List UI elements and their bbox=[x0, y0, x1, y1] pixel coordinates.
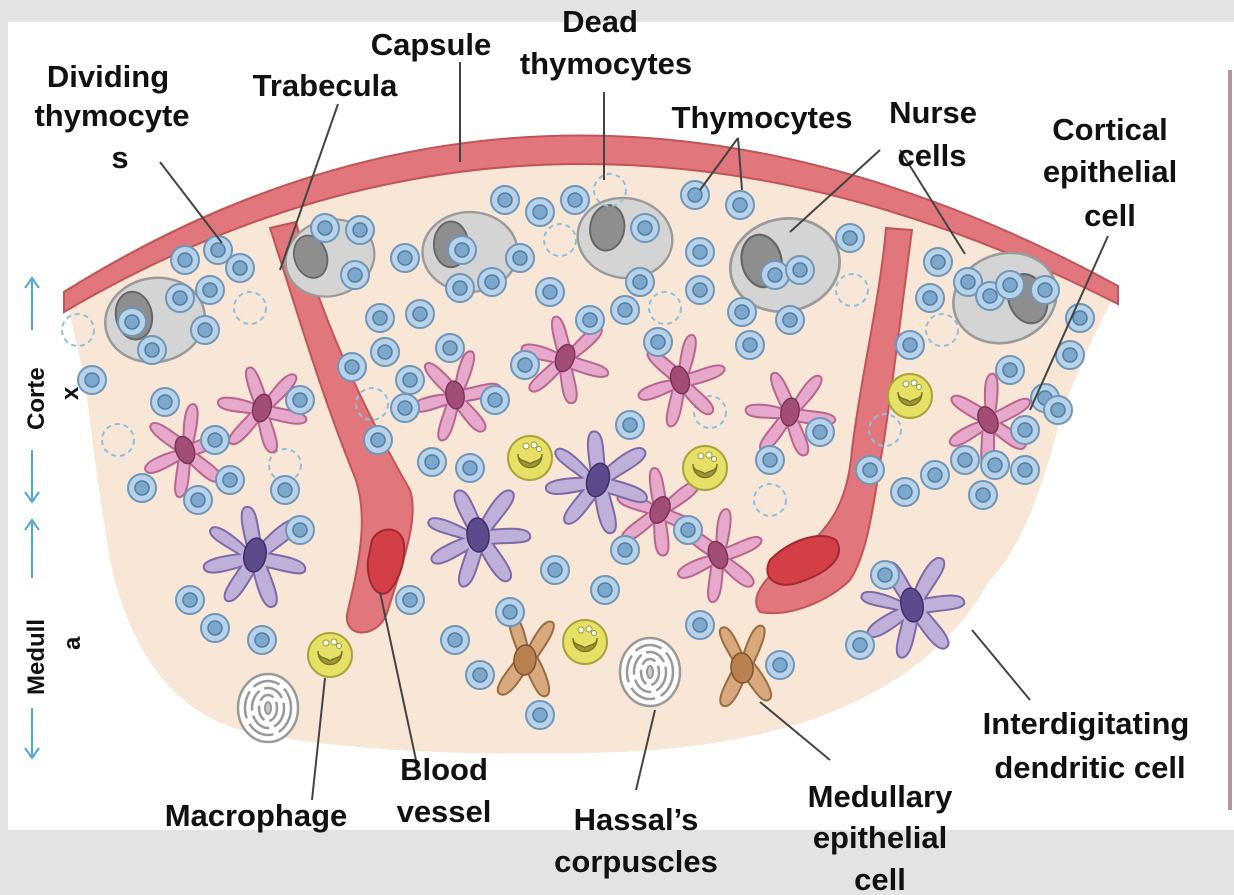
dead-thymocytes-line-1: Dead bbox=[562, 4, 638, 39]
cortex-label-line-1: Corte bbox=[23, 367, 50, 430]
nurse-cells-line-2: cells bbox=[898, 138, 967, 173]
medulla-label-line-1: Medull bbox=[23, 619, 50, 695]
medullary-epithelial-line-3: cell bbox=[854, 862, 906, 895]
blood-vessel-line-2: vessel bbox=[397, 794, 492, 829]
dividing-thymocytes-line-2: thymocyte bbox=[34, 98, 189, 133]
interdigitating-line-1: Interdigitating bbox=[983, 706, 1190, 741]
medullary-epithelial-line-2: epithelial bbox=[813, 820, 947, 855]
blood-vessel-line-1: Blood bbox=[400, 752, 488, 787]
hassals-line-1: Hassal’s bbox=[574, 802, 699, 837]
label-hassals-corpuscles: Hassal’s corpuscles bbox=[554, 802, 718, 879]
interdigitating-line-2: dendritic cell bbox=[994, 750, 1185, 785]
label-medullary-epithelial-cell: Medullary epithelial cell bbox=[808, 779, 953, 895]
cortex-label-line-2: x bbox=[57, 386, 84, 400]
hassals-line-2: corpuscles bbox=[554, 844, 718, 879]
label-trabecula: Trabecula bbox=[253, 68, 398, 103]
label-thymocytes: Thymocytes bbox=[672, 100, 853, 135]
dead-thymocytes-line-2: thymocytes bbox=[520, 46, 692, 81]
right-edge-strip bbox=[1228, 70, 1232, 810]
medullary-epithelial-line-1: Medullary bbox=[808, 779, 953, 814]
dividing-thymocytes-line-1: Dividing bbox=[47, 59, 169, 94]
cortical-epithelial-line-3: cell bbox=[1084, 198, 1136, 233]
cortical-epithelial-line-2: epithelial bbox=[1043, 154, 1177, 189]
medulla-label-line-2: a bbox=[59, 636, 86, 650]
cortical-epithelial-line-1: Cortical bbox=[1052, 112, 1167, 147]
dividing-thymocytes-line-3: s bbox=[111, 140, 128, 175]
label-capsule: Capsule bbox=[371, 27, 492, 62]
label-macrophage: Macrophage bbox=[165, 798, 348, 833]
nurse-cells-line-1: Nurse bbox=[889, 95, 977, 130]
